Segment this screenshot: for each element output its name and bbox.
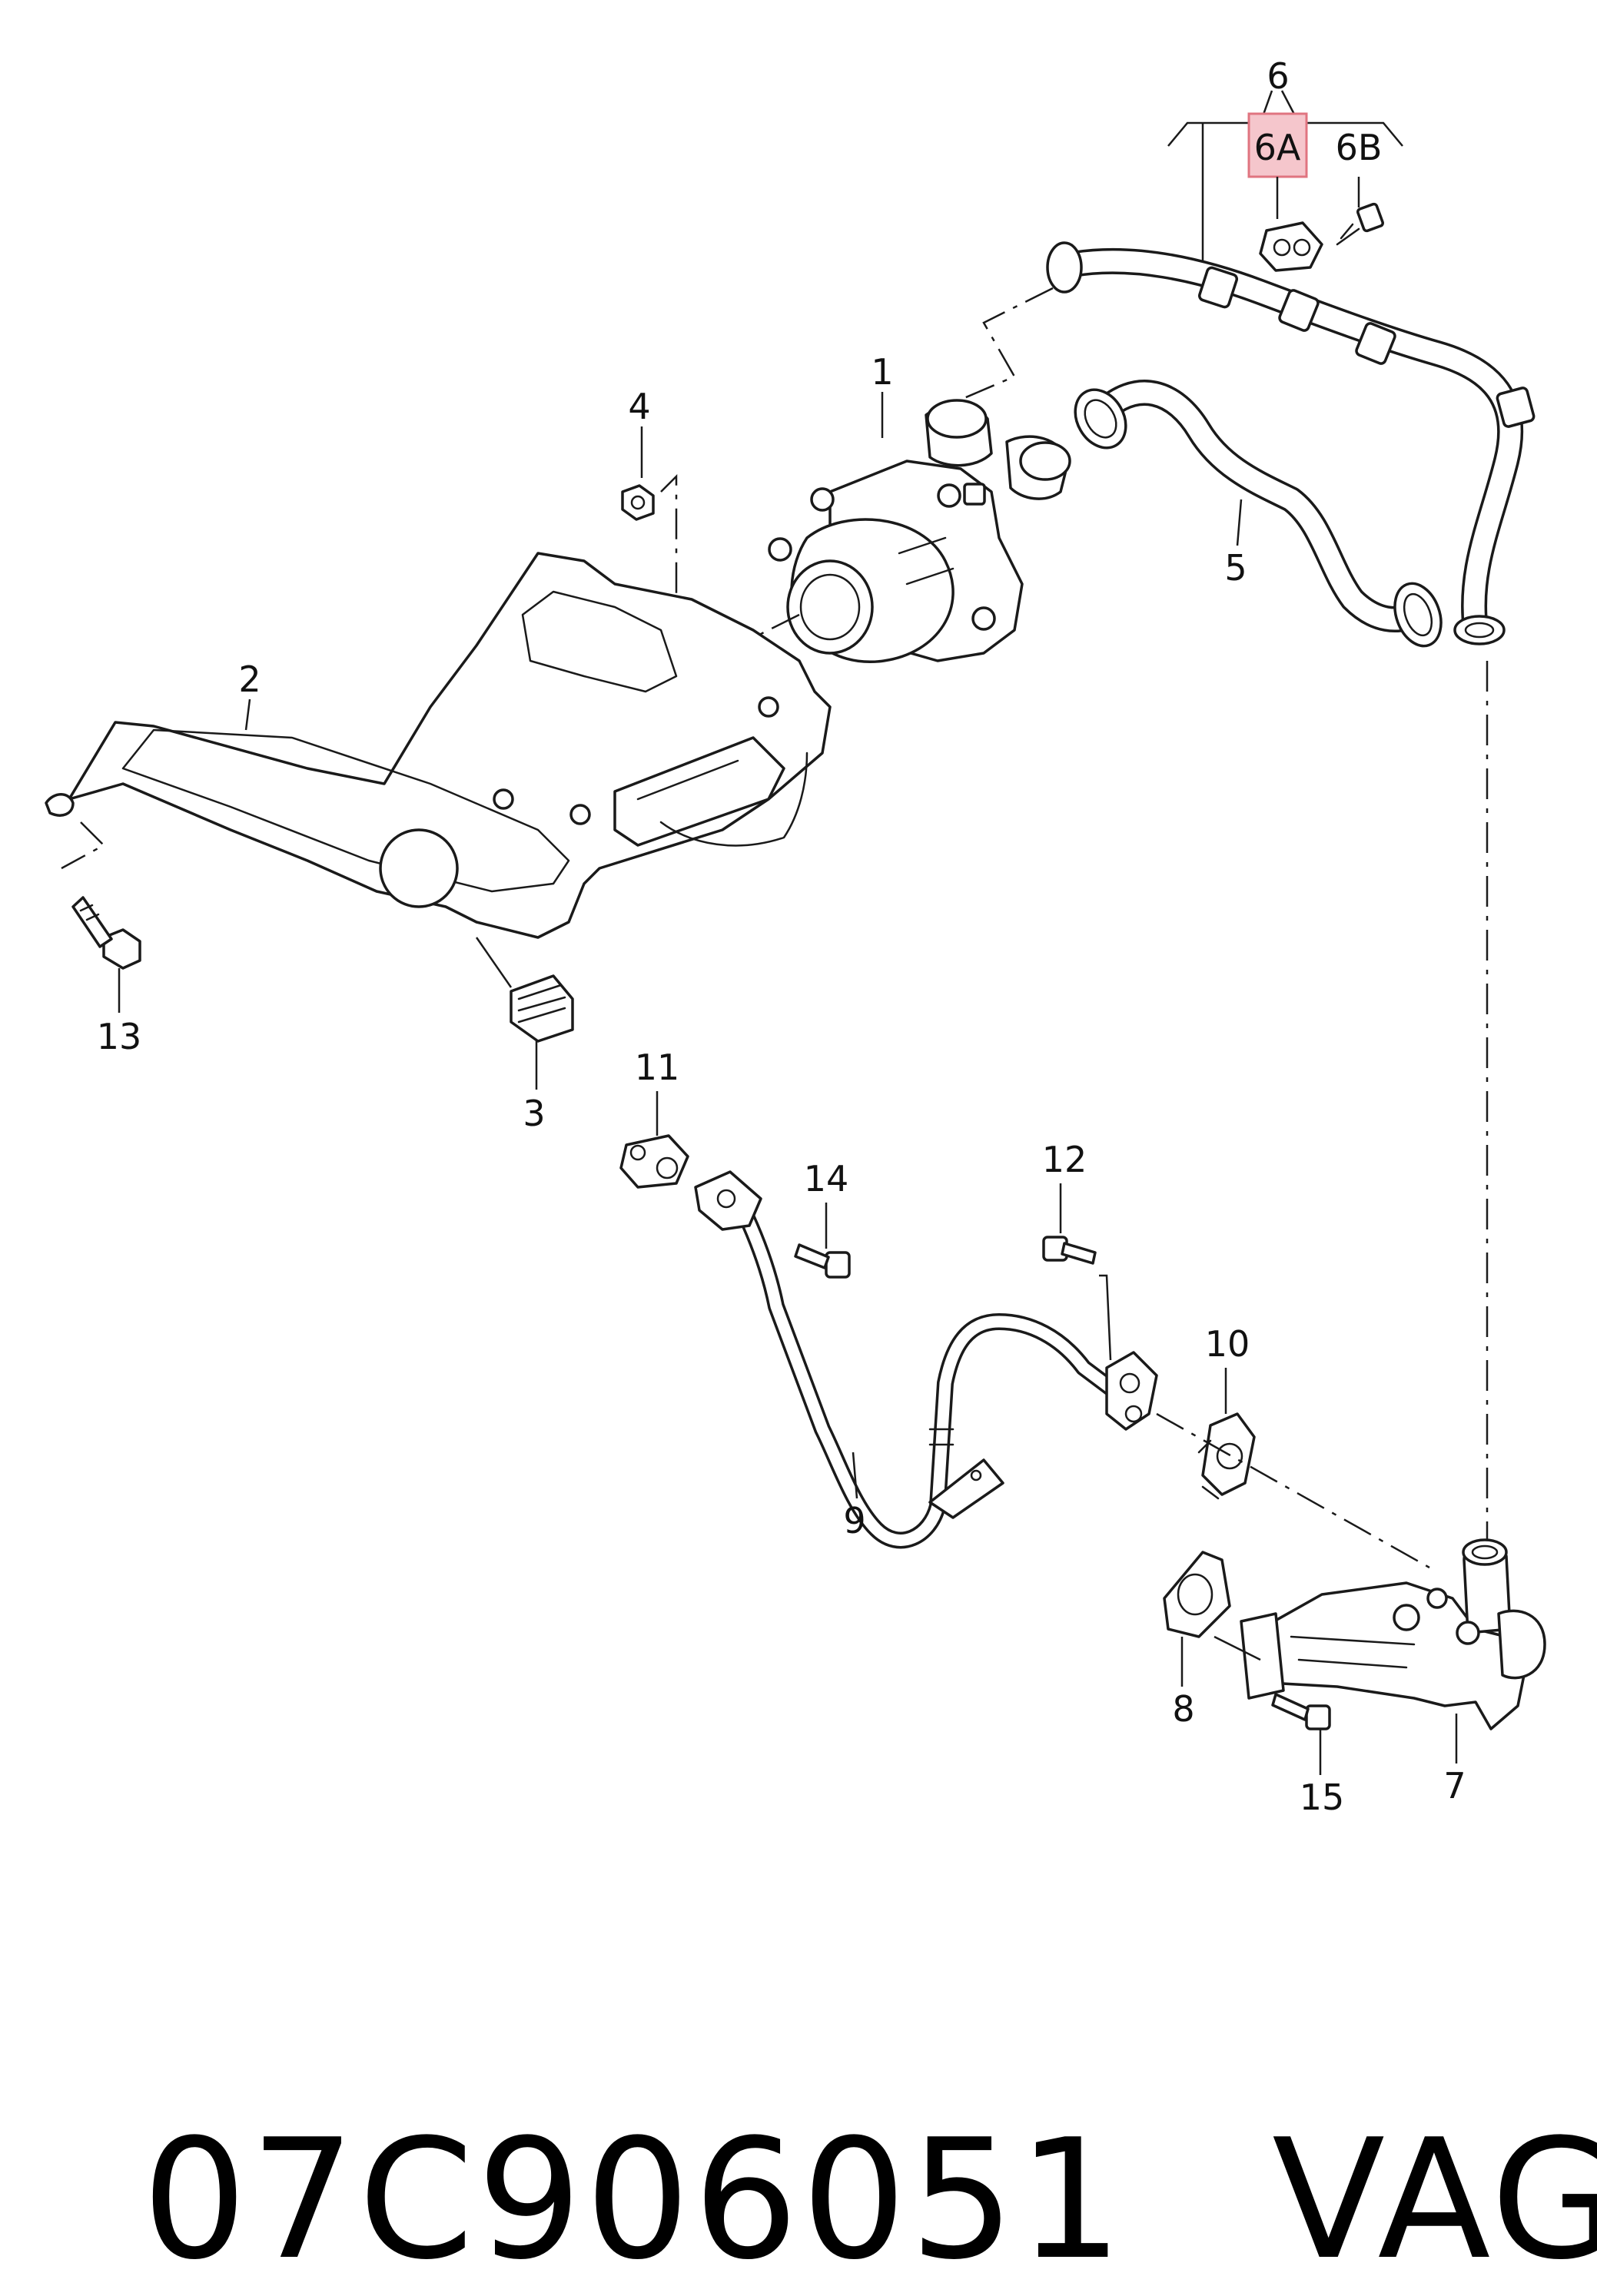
callout-6b[interactable]: 6B (1336, 127, 1383, 168)
part-14-bolt[interactable] (794, 1243, 851, 1279)
callout-group-6 (1167, 90, 1403, 265)
part-8-gasket[interactable] (1163, 1551, 1231, 1638)
part-10-gasket[interactable] (1197, 1412, 1256, 1500)
callout-6a[interactable]: 6A (1254, 127, 1301, 168)
part-3-clip[interactable] (510, 974, 574, 1043)
part-13-bolt[interactable] (71, 896, 141, 970)
part-5-hose[interactable] (1065, 380, 1449, 652)
part-12-bolt[interactable] (1042, 1236, 1097, 1265)
callout-6: 6 (1267, 55, 1289, 97)
part-15-bolt[interactable] (1271, 1693, 1331, 1730)
part-1-pump[interactable] (768, 399, 1071, 663)
callout-5[interactable]: 5 (1224, 547, 1247, 589)
callout-11[interactable]: 11 (635, 1047, 680, 1088)
callout-14[interactable]: 14 (804, 1158, 849, 1199)
brand-name: VAG (1272, 2103, 1597, 2296)
callout-1[interactable]: 1 (871, 351, 893, 393)
callout-13[interactable]: 13 (97, 1016, 142, 1057)
callout-7[interactable]: 7 (1443, 1765, 1466, 1807)
callout-4[interactable]: 4 (628, 386, 650, 427)
part-6a-flange[interactable] (1259, 221, 1323, 272)
part-11-gasket[interactable] (619, 1134, 689, 1189)
part-6b-screw[interactable] (1336, 202, 1384, 246)
callout-15[interactable]: 15 (1300, 1777, 1345, 1818)
part-4-nut[interactable] (621, 484, 655, 521)
part-number: 07C906051 (141, 2103, 1127, 2296)
callout-8[interactable]: 8 (1172, 1688, 1194, 1730)
part-2-bracket[interactable] (45, 552, 832, 939)
highlight-box-6a[interactable] (1247, 112, 1308, 178)
callout-10[interactable]: 10 (1205, 1323, 1250, 1365)
part-6-hose[interactable] (1046, 241, 1536, 645)
callout-3[interactable]: 3 (523, 1093, 545, 1134)
part-9-pipe[interactable] (694, 1170, 1158, 1549)
callout-2[interactable]: 2 (238, 659, 261, 700)
callout-9[interactable]: 9 (843, 1500, 865, 1541)
callout-12[interactable]: 12 (1042, 1139, 1087, 1180)
part-7-valve[interactable] (1240, 1538, 1546, 1730)
